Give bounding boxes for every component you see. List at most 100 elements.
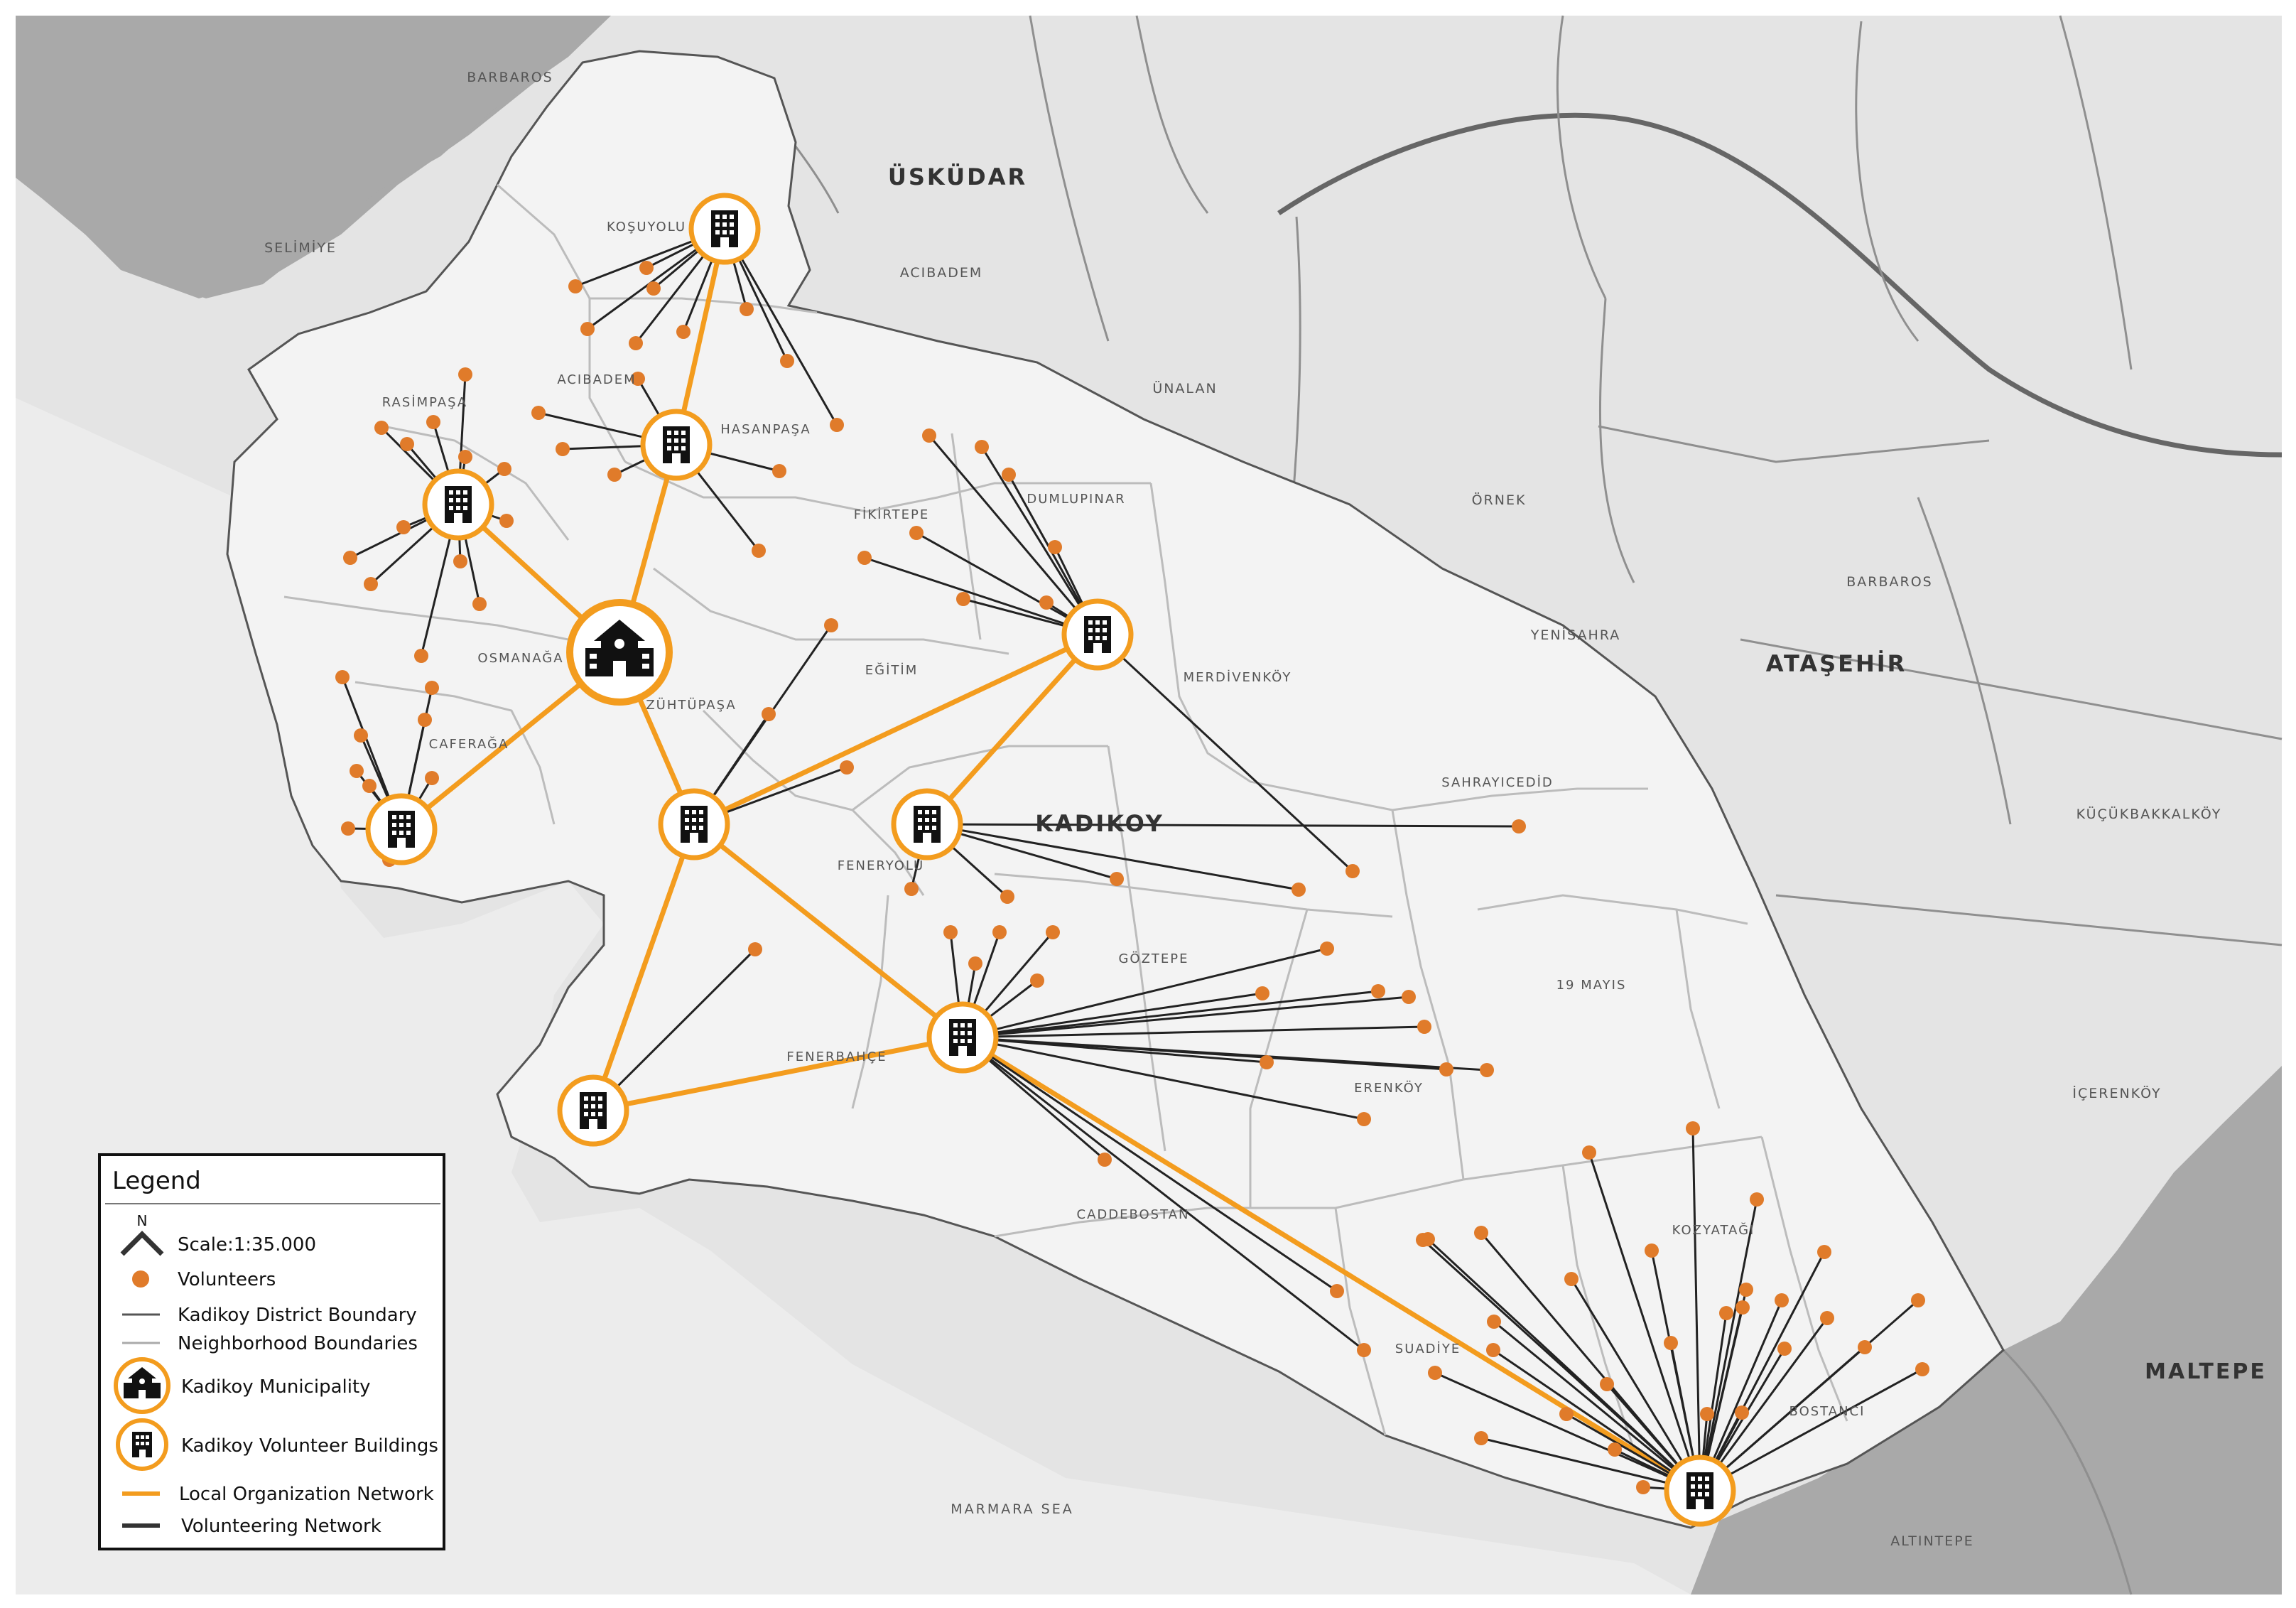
volunteer-dot [1417,1020,1431,1034]
volunteer-dot [748,942,762,956]
volunteer-dot [362,779,377,793]
organization-link [693,632,1099,827]
neighborhood-label: KOZYATAĞI [1672,1222,1755,1238]
volunteer-dot [629,336,643,350]
volunteer-dot [1416,1233,1430,1247]
district-label-atasehir: ATAŞEHİR [1766,650,1907,677]
volunteer-dot [1664,1336,1678,1350]
neighborhood-label: DUMLUPINAR [1027,492,1125,507]
volunteer-dot [646,281,661,296]
volunteer-dot [762,707,776,721]
neighborhood-label: 19 MAYIS [1556,978,1627,993]
volunteer-dot [1002,468,1016,482]
neighborhood-label: KOŞUYOLU [607,220,686,234]
building-icon [445,486,472,523]
volunteer-dot [1750,1192,1764,1207]
neighborhood-label: OSMANAĞA [477,650,563,666]
legend-scale: Scale:1:35.000 [178,1234,316,1256]
volunteer-dot [1320,941,1334,956]
volunteer-dot [1439,1062,1453,1077]
volunteering-link [962,995,1409,1039]
volunteer-dot [639,261,654,275]
outer-label: SELİMİYE [264,239,337,256]
legend-item-volunteer-buildings: Kadikoy Volunteer Buildings [181,1435,438,1457]
volunteering-link [962,1036,1338,1293]
outer-label: İÇERENKÖY [2072,1085,2161,1101]
legend-item-municipality: Kadikoy Municipality [181,1376,371,1398]
volunteer-dot [1564,1272,1578,1286]
volunteer-building-node [1061,598,1134,671]
volunteering-link [1493,1320,1701,1492]
volunteering-link [1699,1251,1826,1491]
volunteer-dot [968,956,982,971]
organization-link [692,822,965,1040]
volunteer-dot [1915,1362,1929,1376]
volunteering-link [926,823,1299,891]
volunteer-building-node [365,793,438,865]
volunteer-dot [1735,1405,1749,1420]
volunteering-link [1691,1128,1701,1491]
volunteer-dot [425,681,439,695]
volunteer-dot [472,597,487,611]
volunteer-dot [499,514,514,528]
volunteering-link [962,1025,1425,1039]
volunteering-link [1480,1437,1701,1492]
volunteer-dot [531,406,546,420]
volunteering-link [962,1036,1365,1351]
volunteering-link [592,948,757,1112]
neighborhood-label: FENERYOLU [838,858,924,873]
volunteer-dot [1582,1145,1596,1160]
volunteer-dot [1645,1243,1659,1258]
volunteer-dot [1260,1055,1274,1069]
municipality-icon [585,620,654,676]
volunteer-dot [414,649,428,663]
volunteer-dot [909,526,924,540]
volunteering-link [723,228,838,426]
building-icon [388,811,415,848]
volunteer-dot [1775,1293,1789,1307]
volunteering-link [1422,1239,1701,1492]
volunteering-link [1699,1199,1758,1491]
outer-neighborhood-lines [744,15,2283,1595]
volunteer-building-node [658,788,730,860]
volunteering-link [1434,1371,1701,1492]
legend-north-label: N [137,1212,148,1229]
volunteering-link [1699,1368,1923,1492]
volunteer-dot [830,418,844,432]
neighborhood-label: GÖZTEPE [1118,951,1188,966]
volunteering-network [341,227,1923,1492]
neighborhood-label: CAFERAĞA [429,736,509,752]
volunteer-dot [1487,1315,1501,1329]
volunteer-dot [556,442,570,456]
volunteer-dot [904,882,919,896]
volunteer-dot [1486,1343,1500,1357]
volunteer-dot [1357,1343,1371,1357]
district-label-uskudar: ÜSKÜDAR [888,163,1027,190]
neighborhood-label: MERDİVENKÖY [1184,669,1292,685]
legend-item-volunteers: Volunteers [178,1269,276,1290]
outer-neighborhood-labels: BARBAROS SELİMİYE ACIBADEM ÜNALAN ÖRNEK … [264,70,2220,1549]
neighborhood-label: RASİMPAŞA [382,395,467,410]
volunteer-dot [780,354,794,368]
volunteer-building-icon [116,1418,168,1471]
legend-item-neighborhood-boundaries: Neighborhood Boundaries [178,1333,418,1354]
building-icon [580,1092,607,1129]
neighborhood-label: FENERBAHÇE [786,1049,887,1064]
volunteer-dot [1345,864,1360,878]
building-icon [711,210,738,247]
volunteer-dot [1255,986,1269,1000]
neighborhood-label: SAHRAYICEDİD [1441,775,1554,790]
outer-label: ÜNALAN [1152,380,1217,396]
volunteer-dot [1357,1112,1371,1126]
outer-label: ALTINTEPE [1890,1533,1973,1549]
neighborhood-label: SUADİYE [1395,1342,1461,1356]
neighborhood-boundaries [283,183,1848,1450]
volunteer-dot [1858,1340,1872,1354]
volunteer-dot [943,925,958,939]
volunteering-link [1588,1152,1701,1491]
volunteer-dot [1608,1442,1622,1457]
volunteer-dot [1820,1311,1834,1325]
volunteer-building-node [926,1001,999,1074]
volunteer-dot [631,372,645,386]
neighborhood-label: BOSTANCI [1789,1404,1866,1419]
